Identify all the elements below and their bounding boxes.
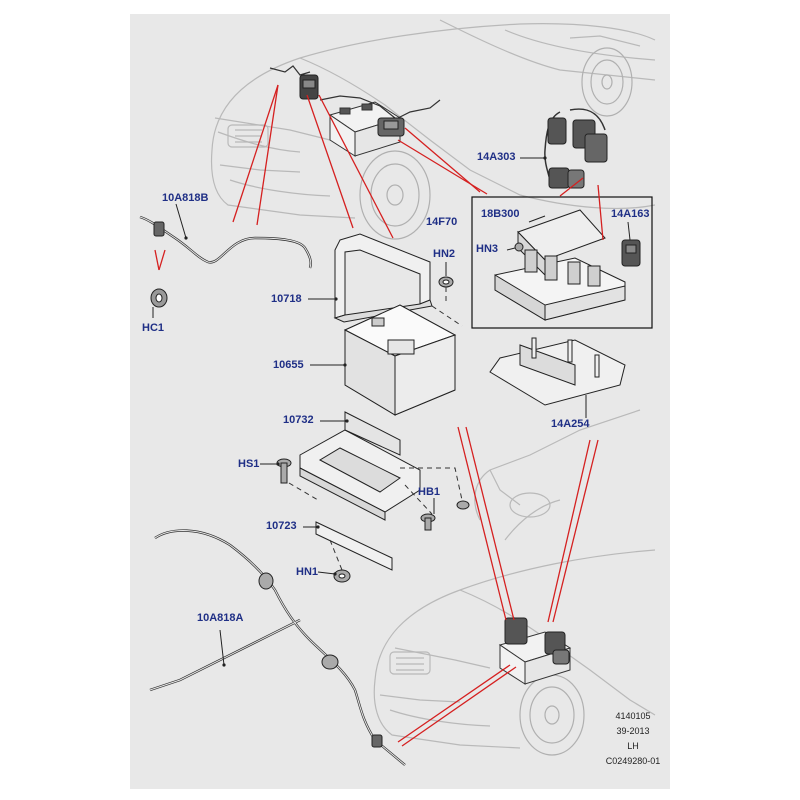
alignment-dashes xyxy=(288,287,463,571)
harness-14A303-connectors xyxy=(547,117,608,189)
bracket-10718 xyxy=(333,233,433,323)
label-18B300: 18B300 xyxy=(481,208,520,220)
label-HC1: HC1 xyxy=(142,322,165,334)
bolt-HB1 xyxy=(420,500,470,531)
vehicle-bottom-outline xyxy=(373,409,656,749)
bolt-HS1 xyxy=(276,458,292,484)
vehicle-top-outline xyxy=(210,19,656,219)
red-leader-lines xyxy=(154,84,604,747)
tray-10732 xyxy=(299,411,421,521)
label-10718: 10718 xyxy=(271,293,302,305)
component-14A163 xyxy=(621,239,641,267)
top-cable-clip xyxy=(299,74,319,100)
label-HS1: HS1 xyxy=(238,458,260,470)
label-HN2: HN2 xyxy=(433,248,456,260)
connector-HC1 xyxy=(150,288,168,308)
inset-box-14F70 xyxy=(471,196,653,329)
label-HN3: HN3 xyxy=(476,243,499,255)
label-14A303: 14A303 xyxy=(477,151,516,163)
fusebox-18B300 xyxy=(494,209,626,321)
label-10732: 10732 xyxy=(283,414,314,426)
reference-side: LH xyxy=(627,741,639,751)
nut-HN1 xyxy=(333,569,351,583)
reference-date: 39-2013 xyxy=(616,726,650,736)
cable-10A818B-clip xyxy=(153,221,165,237)
cable-10A818A-grommets xyxy=(258,572,383,748)
label-14F70: 14F70 xyxy=(426,216,458,228)
reference-number: 4140105 xyxy=(615,711,651,721)
nut-HN2 xyxy=(438,276,454,288)
label-14A163: 14A163 xyxy=(611,208,650,220)
strap-10723 xyxy=(315,521,393,571)
reference-code: C0249280-01 xyxy=(605,756,661,766)
label-10A818B: 10A818B xyxy=(162,192,209,204)
nut-HN3 xyxy=(514,242,524,252)
top-fusebox xyxy=(377,117,405,137)
label-10655: 10655 xyxy=(273,359,304,371)
battery-10655 xyxy=(343,304,457,416)
cable-10A818B-inner xyxy=(139,216,312,269)
label-HN1: HN1 xyxy=(296,566,319,578)
cable-10A818A-inner xyxy=(149,530,406,766)
bottom-fusebox xyxy=(504,617,570,665)
leader-dots xyxy=(184,156,547,667)
label-10A818A: 10A818A xyxy=(197,612,244,624)
label-10723: 10723 xyxy=(266,520,297,532)
label-14A254: 14A254 xyxy=(551,418,590,430)
bracket-14A254 xyxy=(489,337,626,406)
label-leader-lines xyxy=(152,157,631,666)
top-cable xyxy=(269,65,441,119)
label-HB1: HB1 xyxy=(418,486,441,498)
